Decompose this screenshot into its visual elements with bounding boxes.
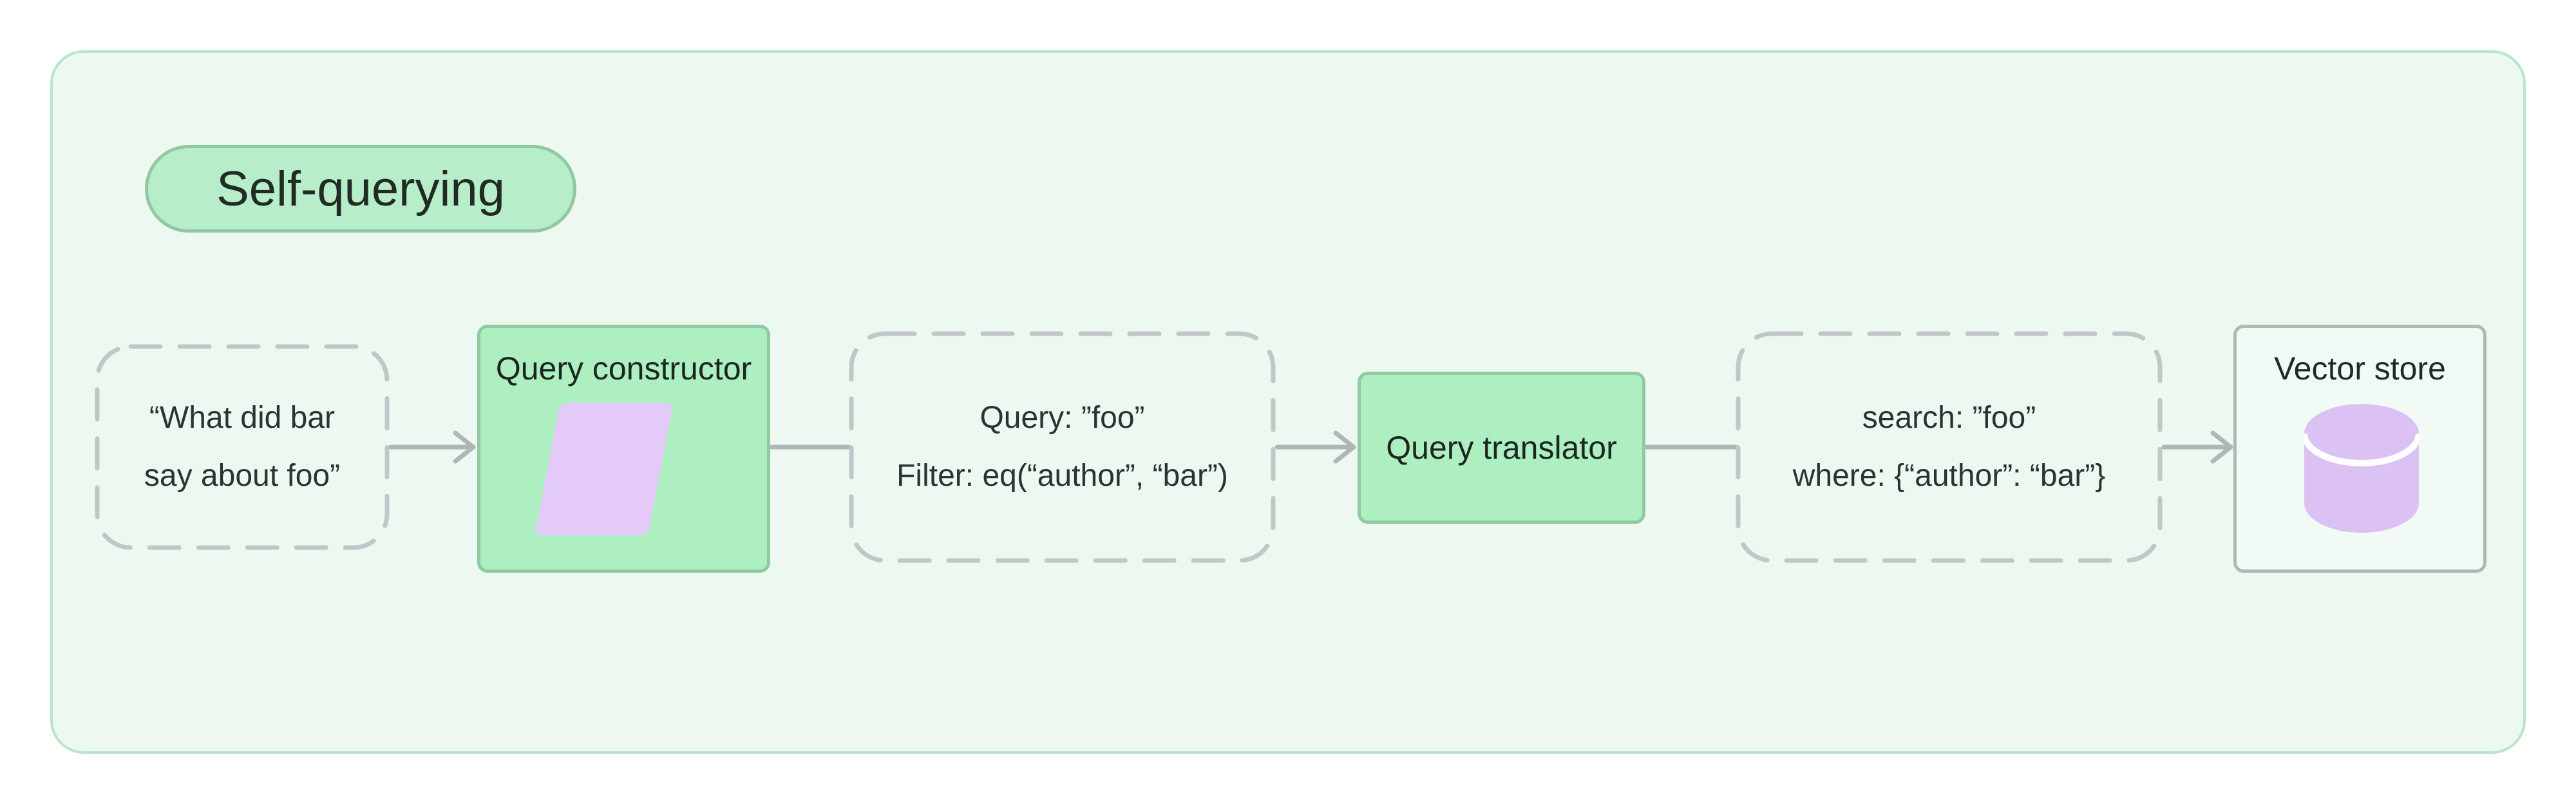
- structured-query-line2: Filter: eq(“author”, “bar”): [896, 459, 1228, 493]
- node-input-question: “What did bar say about foo”: [95, 344, 390, 550]
- structured-query-text: Query: ”foo” Filter: eq(“author”, “bar”): [896, 389, 1228, 505]
- diagram-title-badge: Self-querying: [145, 145, 576, 233]
- line-translator-to-translated-query: [1644, 445, 1738, 450]
- query-translator-label: Query translator: [1386, 430, 1617, 466]
- translated-query-text: search: ”foo” where: {“author”: “bar”}: [1793, 389, 2106, 505]
- diagram-panel: Self-querying “What did bar say about fo…: [50, 50, 2526, 754]
- parallelogram-icon: [534, 403, 674, 535]
- node-structured-query: Query: ”foo” Filter: eq(“author”, “bar”): [849, 331, 1276, 563]
- dashed-border: [95, 344, 390, 550]
- node-input-line2: say about foo”: [144, 459, 341, 493]
- node-vector-store: Vector store: [2233, 325, 2486, 573]
- structured-query-line1: Query: ”foo”: [980, 401, 1145, 435]
- node-translated-query: search: ”foo” where: {“author”: “bar”}: [1736, 331, 2163, 563]
- translated-query-line2: where: {“author”: “bar”}: [1792, 459, 2106, 493]
- arrow-translated-query-to-vector-store: [2161, 430, 2233, 464]
- dashed-border: [849, 331, 1276, 563]
- line-constructor-to-structured-query: [769, 445, 851, 450]
- database-icon: [2304, 404, 2419, 533]
- vector-store-label: Vector store: [2274, 350, 2446, 387]
- query-constructor-label: Query constructor: [495, 350, 752, 387]
- diagram-title: Self-querying: [216, 161, 505, 216]
- node-input-line1: “What did bar: [149, 401, 336, 435]
- node-query-constructor: Query constructor: [477, 325, 770, 573]
- node-query-translator: Query translator: [1358, 372, 1645, 524]
- dashed-border: [1736, 331, 2163, 563]
- node-input-text: “What did bar say about foo”: [144, 389, 340, 505]
- translated-query-line1: search: ”foo”: [1862, 401, 2036, 435]
- arrow-input-to-constructor: [388, 430, 476, 464]
- arrow-structured-query-to-translator: [1274, 430, 1356, 464]
